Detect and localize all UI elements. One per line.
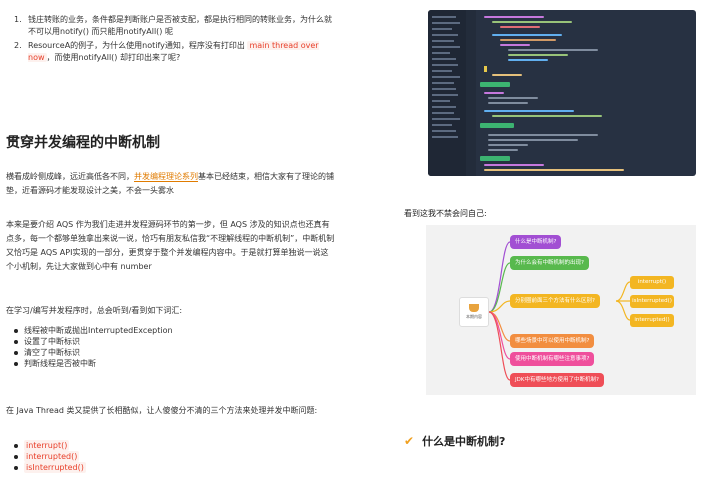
list-item: 1. 钱庄转账的业务，条件都是判断账户是否被支配，都是执行相同的转账业务，为什么… bbox=[14, 14, 334, 38]
terms-list: 线程被中断或抛出InterruptedException 设置了中断标识 清空了… bbox=[14, 325, 334, 369]
question-list: 1. 钱庄转账的业务，条件都是判断账户是否被支配，都是执行相同的转账业务，为什么… bbox=[14, 14, 334, 66]
bullet-icon bbox=[14, 361, 18, 366]
list-item: 2. ResourceA的例子，为什么使用notify通知，程序没有打印出 ma… bbox=[14, 40, 334, 64]
mind-node: JDK中有哪些地方使用了中断机制? bbox=[510, 373, 604, 387]
sub-node: isInterrupted() bbox=[630, 295, 674, 308]
aqs-paragraph: 本来是要介绍 AQS 作为我们走进并发程源码环节的第一步，但 AQS 涉及的知识… bbox=[6, 220, 335, 271]
list-text: ResourceA的例子，为什么使用notify通知，程序没有打印出 main … bbox=[28, 40, 334, 64]
sub-node: interrupt() bbox=[630, 276, 674, 289]
list-item: 清空了中断标识 bbox=[14, 347, 334, 358]
list-number: 1. bbox=[14, 15, 22, 24]
method-code: interrupted() bbox=[24, 451, 80, 462]
term-text: 判断线程是否被中断 bbox=[24, 359, 96, 368]
check-icon: ✔ bbox=[404, 434, 415, 448]
methods-list: interrupt() interrupted() isInterrupted(… bbox=[14, 440, 334, 473]
intro-paragraph: 横看成岭侧成峰，远近高低各不同，并发编程理论系列基本已经结束，相信大家有了理论的… bbox=[6, 170, 336, 198]
mind-node: 为什么会有中断机制的出现? bbox=[510, 256, 589, 270]
bullet-icon bbox=[14, 454, 18, 459]
intro-text: 横看成岭侧成峰，远近高低各不同， bbox=[6, 172, 134, 181]
list-item: interrupt() bbox=[14, 440, 334, 451]
sub-node: interrupted() bbox=[630, 314, 674, 327]
term-text: 线程被中断或抛出InterruptedException bbox=[24, 326, 173, 335]
left-column: 1. 钱庄转账的业务，条件都是判断账户是否被支配，都是执行相同的转账业务，为什么… bbox=[0, 0, 350, 483]
editor-sidebar bbox=[428, 10, 466, 176]
list-number: 2. bbox=[14, 41, 22, 50]
terms-intro: 在学习/编写并发程序时，总会听到/看到如下词汇: bbox=[6, 306, 183, 315]
mind-map: 本期内容 什么是中断机制? 为什么会有中断机制的出现? 分别圈前面三个方法有什么… bbox=[426, 225, 696, 395]
mind-node: 分别圈前面三个方法有什么区别? bbox=[510, 294, 600, 308]
methods-intro: 在 Java Thread 类又提供了长相酷似，让人傻傻分不清的三个方法来处理并… bbox=[6, 406, 318, 415]
method-code: isInterrupted() bbox=[24, 462, 86, 473]
caption-text: 看到这我不禁会问自己: bbox=[404, 209, 487, 218]
mind-map-center: 本期内容 bbox=[459, 297, 489, 327]
section-heading-right: ✔ 什么是中断机制? bbox=[404, 433, 505, 449]
right-column: 看到这我不禁会问自己: 本期内容 什么是中断机制? 为什么会有中断机制的出现? … bbox=[356, 0, 706, 483]
list-text: 钱庄转账的业务，条件都是判断账户是否被支配，都是执行相同的转账业务，为什么就不可… bbox=[28, 15, 332, 36]
term-text: 清空了中断标识 bbox=[24, 348, 80, 357]
method-code: interrupt() bbox=[24, 440, 70, 451]
list-item: interrupted() bbox=[14, 451, 334, 462]
intro-text: 基本已经结束，相信大家有了理论的铺垫，近看源码才能发现设计之美，不会一头雾水 bbox=[6, 172, 334, 195]
list-item: isInterrupted() bbox=[14, 462, 334, 473]
editor-gutter bbox=[466, 10, 476, 176]
mind-node: 什么是中断机制? bbox=[510, 235, 562, 249]
mind-map-connectors bbox=[488, 241, 631, 381]
heading-text: 什么是中断机制? bbox=[422, 435, 506, 448]
center-label: 本期内容 bbox=[466, 314, 482, 319]
bullet-icon bbox=[14, 328, 18, 333]
bullet-icon bbox=[14, 350, 18, 355]
list-text-part: ResourceA的例子，为什么使用notify通知，程序没有打印出 bbox=[28, 41, 245, 50]
section-heading: 贯穿并发编程的中断机制 bbox=[6, 135, 160, 151]
code-screenshot bbox=[428, 10, 696, 176]
mind-node: 使用中断机制有哪些注意事项? bbox=[510, 352, 595, 366]
coffee-cup-icon bbox=[469, 304, 479, 312]
bullet-icon bbox=[14, 443, 18, 448]
list-item: 判断线程是否被中断 bbox=[14, 358, 334, 369]
series-link[interactable]: 并发编程理论系列 bbox=[134, 172, 198, 182]
list-item: 设置了中断标识 bbox=[14, 336, 334, 347]
mind-node: 哪些场景中可以使用中断机制? bbox=[510, 334, 595, 348]
list-item: 线程被中断或抛出InterruptedException bbox=[14, 325, 334, 336]
bullet-icon bbox=[14, 465, 18, 470]
term-text: 设置了中断标识 bbox=[24, 337, 80, 346]
bullet-icon bbox=[14, 339, 18, 344]
list-text-part: ，而使用notifyAll() 却打印出来了呢? bbox=[46, 53, 181, 62]
